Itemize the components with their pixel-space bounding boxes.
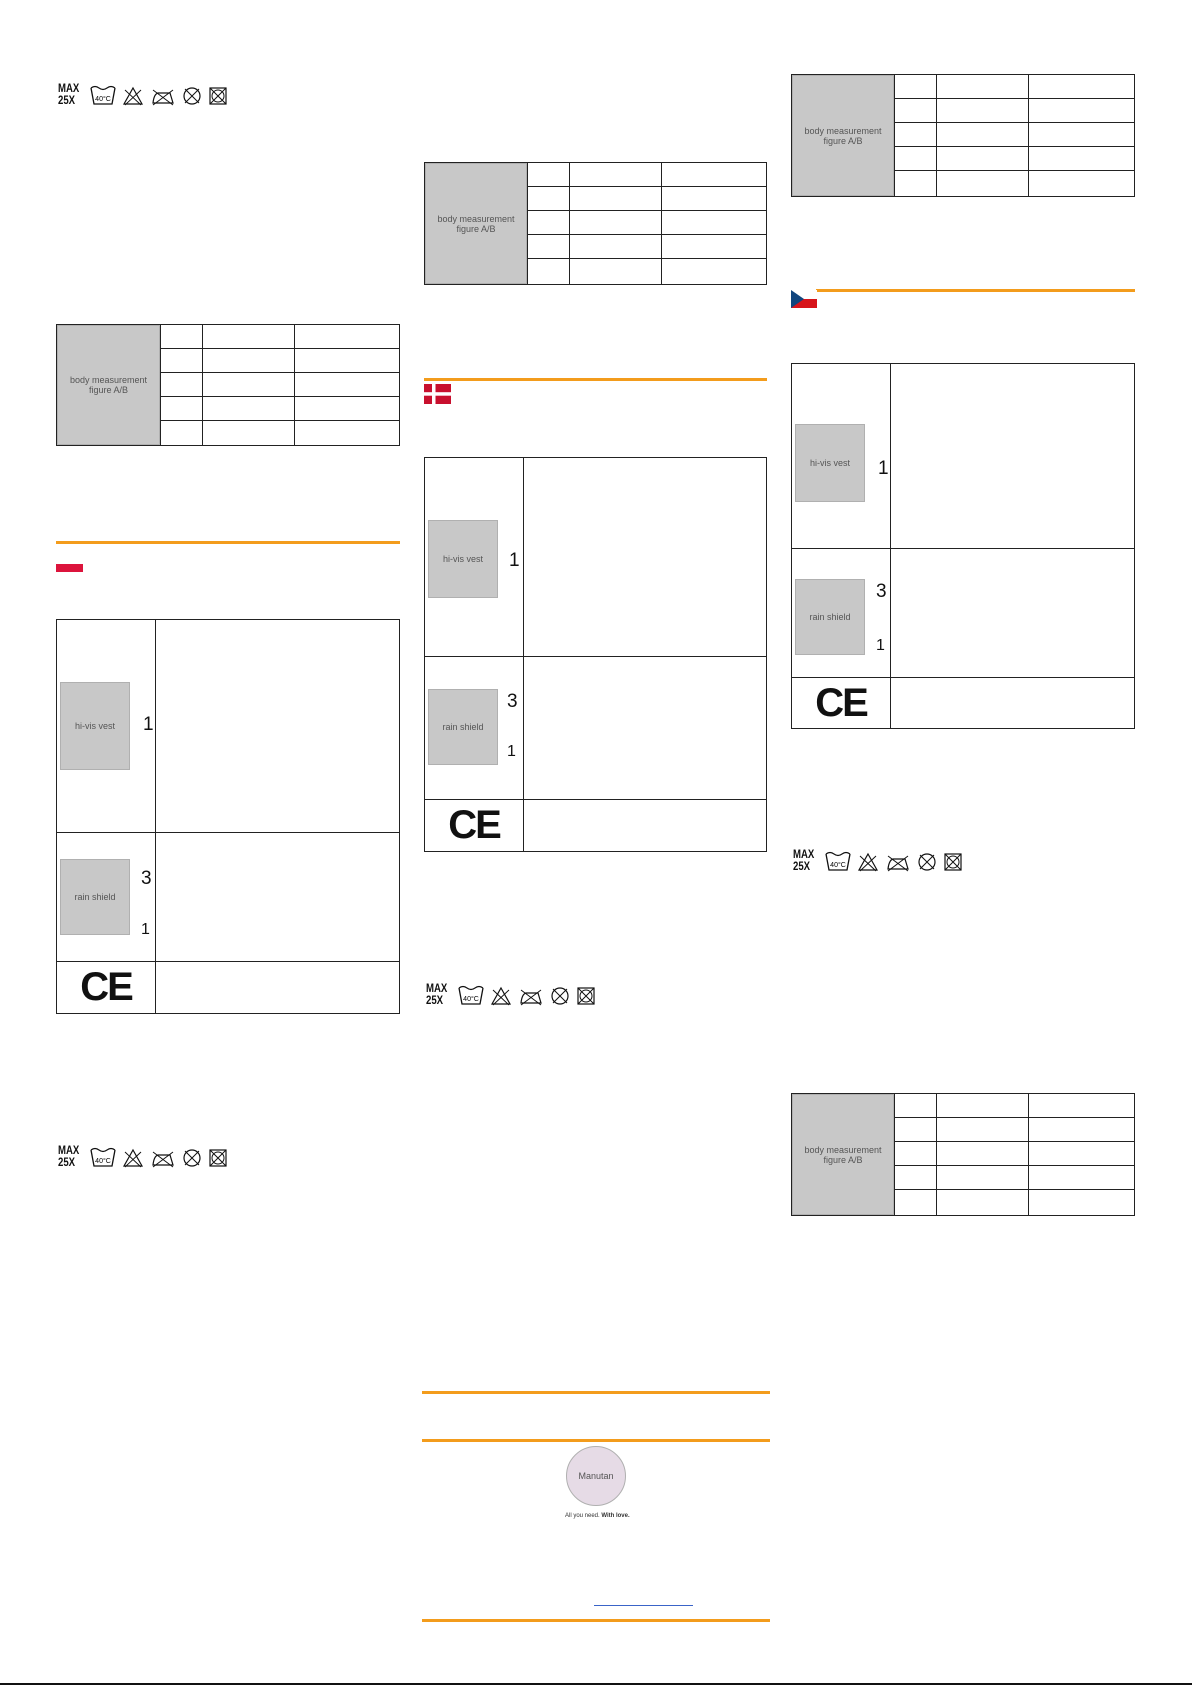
no-iron-icon [152,1151,174,1168]
water-penetration-class: 3 [141,868,152,889]
footer-divider-top [422,1391,770,1394]
max-wash-label: MAX 25X [58,81,80,107]
no-bleach-icon [490,986,512,1006]
water-resistance-class: 1 [507,743,516,760]
no-tumble-dry-icon [209,1149,227,1167]
footer-divider-middle [422,1439,770,1442]
no-tumble-dry-icon [944,853,962,871]
size-chart: body measurement figure A/B [791,74,1135,197]
wash-40-icon: 40°C [825,851,851,871]
flag-poland-icon [56,556,83,572]
no-bleach-icon [857,852,879,872]
footer-divider-bottom [422,1619,770,1622]
care-label: MAX 25X 40°C [58,1144,228,1168]
size-chart: body measurement figure A/B [791,1093,1135,1216]
body-measurement-figure: body measurement figure A/B [57,325,160,445]
wash-40-icon: 40°C [90,85,116,105]
ce-mark-icon: CE [815,680,869,725]
size-chart: body measurement figure A/B [56,324,400,446]
ce-mark-icon: CE [80,965,134,1009]
hivis-vest-icon: hi-vis vest [795,424,865,502]
svg-text:40°C: 40°C [95,1157,111,1165]
no-tumble-dry-icon [577,987,595,1005]
no-bleach-icon [122,86,144,106]
water-resistance-class: 1 [141,921,150,938]
website-link[interactable] [594,1605,693,1606]
body-measurement-figure: body measurement figure A/B [792,1094,894,1215]
no-tumble-dry-icon [209,87,227,105]
svg-text:40°C: 40°C [463,995,479,1003]
certification-table: hi-vis vest 1 rain shield 3 1 CE [424,457,767,852]
wash-40-icon: 40°C [90,1147,116,1167]
no-iron-icon [520,989,542,1006]
no-iron-icon [887,855,909,872]
max-wash-label: MAX 25X [426,981,448,1007]
flag-denmark-icon [424,384,451,404]
svg-text:40°C: 40°C [830,861,846,869]
water-resistance-class: 1 [876,637,885,654]
ce-mark-icon: CE [448,803,502,847]
hivis-vest-icon: hi-vis vest [428,520,498,598]
no-iron-icon [152,89,174,106]
no-bleach-icon [122,1148,144,1168]
body-measurement-figure: body measurement figure A/B [425,163,527,284]
hivis-vest-icon: hi-vis vest [60,682,130,770]
max-wash-label: MAX 25X [58,1143,80,1169]
no-dryclean-icon [918,853,936,871]
no-dryclean-icon [183,1149,201,1167]
section-divider [816,289,1135,292]
size-chart: body measurement figure A/B [424,162,767,285]
section-divider [424,378,767,381]
certification-table: hi-vis vest 1 rain shield 3 1 CE [56,619,400,1014]
wash-40-icon: 40°C [458,985,484,1005]
care-label: MAX 25X 40°C [58,82,228,106]
svg-text:40°C: 40°C [95,95,111,103]
brand-tagline: All you need. With love. [565,1513,630,1519]
rain-protection-shield-icon: rain shield [60,859,130,935]
no-dryclean-icon [551,987,569,1005]
size-table [527,162,767,285]
manutan-logo: Manutan [566,1446,626,1506]
section-divider [56,541,400,544]
size-table [160,324,400,446]
flag-czech-icon [791,290,817,308]
size-table [894,74,1135,197]
certification-table: hi-vis vest 1 rain shield 3 1 CE [791,363,1135,729]
max-wash-label: MAX 25X [793,847,815,873]
rain-protection-shield-icon: rain shield [428,689,498,765]
water-penetration-class: 3 [507,691,518,712]
page-bottom-border [0,1683,1192,1685]
no-dryclean-icon [183,87,201,105]
care-label: MAX 25X 40°C [793,848,963,872]
rain-protection-shield-icon: rain shield [795,579,865,655]
size-table [894,1093,1135,1216]
hivis-class-number: 1 [509,550,520,571]
hivis-class-number: 1 [878,458,889,479]
body-measurement-figure: body measurement figure A/B [792,75,894,196]
water-penetration-class: 3 [876,581,887,602]
hivis-class-number: 1 [143,714,154,735]
care-label: MAX 25X 40°C [426,982,596,1006]
